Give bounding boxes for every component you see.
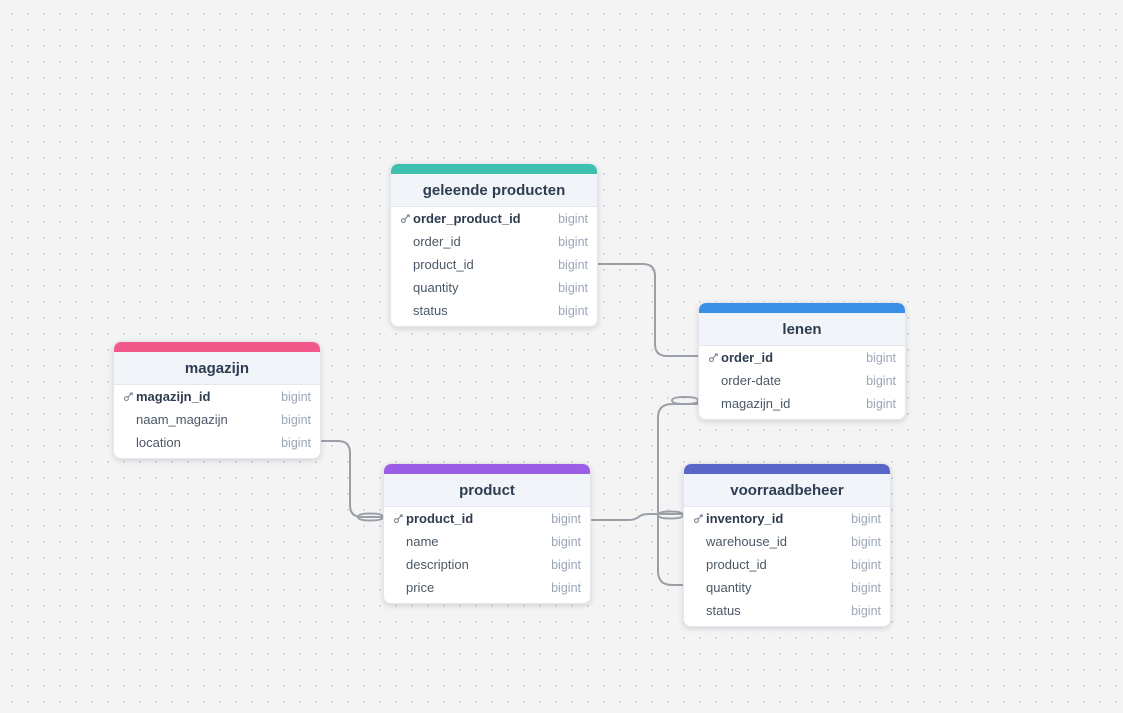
table-title: lenen [782,321,822,338]
field-type: bigint [558,211,588,226]
primary-key-icon [708,352,721,363]
field-name: location [136,435,181,450]
field-name: description [406,557,469,572]
field-name: product_id [706,557,767,572]
table-accent-bar [684,464,890,474]
field-type: bigint [551,534,581,549]
table-field-row[interactable]: quantity bigint [684,576,890,599]
relationship-line[interactable] [657,403,699,586]
relationship-line[interactable] [321,440,384,518]
field-name: status [413,303,448,318]
field-name: warehouse_id [706,534,787,549]
field-name: order_product_id [413,211,521,226]
field-type: bigint [851,511,881,526]
field-type: bigint [281,389,311,404]
field-type: bigint [281,412,311,427]
field-name: order_id [413,234,461,249]
table-title: voorraadbeheer [730,482,844,499]
field-type: bigint [851,580,881,595]
table-header[interactable]: product [384,474,590,507]
field-name: product_id [406,511,474,526]
field-name: order_id [721,350,774,365]
table-field-row[interactable]: status bigint [391,299,597,322]
field-name: order-date [721,373,781,388]
field-type: bigint [558,303,588,318]
relationship-line[interactable] [597,263,699,357]
table-field-row[interactable]: status bigint [684,599,890,622]
relationship-line-loop [671,396,699,405]
table-field-row[interactable]: product_id bigint [384,507,590,530]
field-type: bigint [866,396,896,411]
table-title: magazijn [184,360,250,377]
table-field-row[interactable]: order_id bigint [391,230,597,253]
table-accent-bar [114,342,320,352]
table-field-row[interactable]: order_id bigint [699,346,905,369]
field-name: name [406,534,439,549]
primary-key-icon [393,513,406,524]
field-type: bigint [866,350,896,365]
field-type: bigint [851,534,881,549]
table-field-row[interactable]: magazijn_id bigint [699,392,905,415]
field-type: bigint [551,580,581,595]
table-field-row[interactable]: name bigint [384,530,590,553]
primary-key-icon [693,513,706,524]
table-field-row[interactable]: magazijn_id bigint [114,385,320,408]
field-name: status [706,603,741,618]
primary-key-icon [400,213,413,224]
table-lenen[interactable]: lenen order_id bigint order-date bigint … [698,302,906,420]
table-field-row[interactable]: warehouse_id bigint [684,530,890,553]
table-geleende-producten[interactable]: geleende producten order_product_id bigi… [390,163,598,327]
table-field-row[interactable]: order-date bigint [699,369,905,392]
field-type: bigint [558,280,588,295]
field-type: bigint [551,557,581,572]
field-type: bigint [281,435,311,450]
table-field-row[interactable]: quantity bigint [391,276,597,299]
field-type: bigint [866,373,896,388]
field-name: magazijn_id [721,396,791,411]
field-name: product_id [413,257,474,272]
field-type: bigint [851,557,881,572]
table-header[interactable]: voorraadbeheer [684,474,890,507]
field-name: quantity [706,580,752,595]
table-header[interactable]: geleende producten [391,174,597,207]
field-type: bigint [851,603,881,618]
table-field-row[interactable]: inventory_id bigint [684,507,890,530]
field-type: bigint [558,257,588,272]
table-title: geleende producten [422,182,566,199]
table-field-row[interactable]: price bigint [384,576,590,599]
table-accent-bar [384,464,590,474]
table-field-row[interactable]: product_id bigint [391,253,597,276]
table-field-row[interactable]: description bigint [384,553,590,576]
table-magazijn[interactable]: magazijn magazijn_id bigint naam_magazij… [113,341,321,459]
field-name: quantity [413,280,459,295]
table-accent-bar [699,303,905,313]
field-name: magazijn_id [136,389,211,404]
table-field-row[interactable]: location bigint [114,431,320,454]
field-type: bigint [551,511,581,526]
table-product[interactable]: product product_id bigint name bigint de… [383,463,591,604]
field-name: naam_magazijn [136,412,228,427]
table-field-row[interactable]: order_product_id bigint [391,207,597,230]
table-title: product [459,482,515,499]
table-voorraadbeheer[interactable]: voorraadbeheer inventory_id bigint wareh… [683,463,891,627]
primary-key-icon [123,391,136,402]
field-name: price [406,580,435,595]
table-header[interactable]: lenen [699,313,905,346]
relationship-line[interactable] [591,513,684,521]
table-accent-bar [391,164,597,174]
table-header[interactable]: magazijn [114,352,320,385]
field-name: inventory_id [706,511,784,526]
field-type: bigint [558,234,588,249]
table-field-row[interactable]: product_id bigint [684,553,890,576]
table-field-row[interactable]: naam_magazijn bigint [114,408,320,431]
